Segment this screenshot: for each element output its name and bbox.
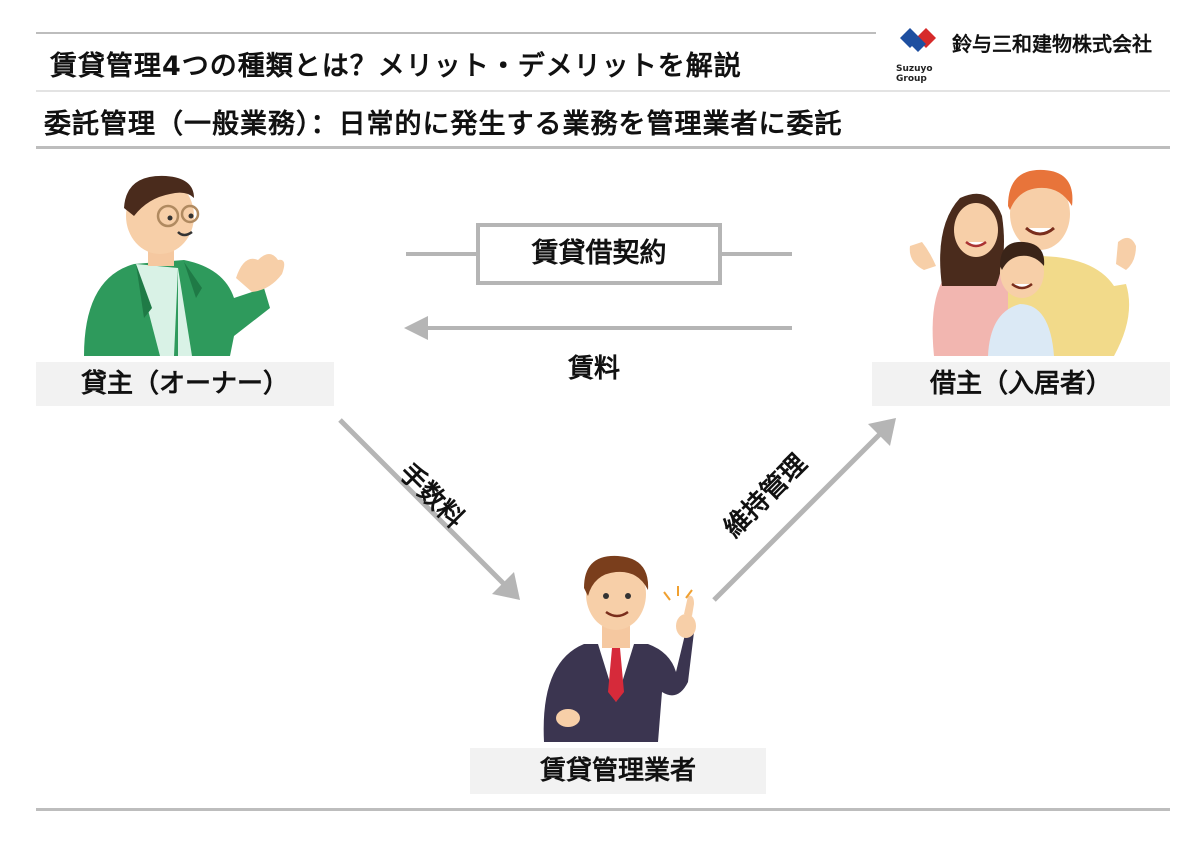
header-bottom-rule (36, 146, 1170, 149)
fee-arrow (338, 418, 520, 600)
header-mid-rule (36, 90, 1170, 92)
rent-label: 賃料 (568, 354, 621, 384)
page-title: 賃貸管理4つの種類とは？メリット・デメリットを解説 (50, 51, 742, 82)
owner-illustration (84, 175, 285, 356)
tenant-label: 借主（入居者） (872, 362, 1170, 406)
company-name: 鈴与三和建物株式会社 (952, 32, 1152, 56)
logo-mark-icon (900, 28, 936, 52)
contract-line-right (720, 252, 792, 256)
manager-label: 賃貸管理業者 (470, 748, 766, 794)
owner-label: 貸主（オーナー） (36, 362, 334, 406)
logo-text-1: Suzuyo (896, 64, 933, 74)
maintenance-arrow (712, 418, 896, 602)
manager-illustration (543, 555, 696, 742)
rent-arrow (404, 316, 792, 340)
contract-box: 賃貸借契約 (476, 223, 722, 285)
footer-rule (36, 808, 1170, 811)
tenant-illustration (909, 169, 1136, 356)
logo-text-2: Group (896, 74, 927, 84)
page-subtitle: 委託管理（一般業務）：日常的に発生する業務を管理業者に委託 (44, 109, 843, 140)
contract-line-left (406, 252, 478, 256)
header-top-rule (36, 32, 876, 34)
company-logo: Suzuyo Group (896, 24, 940, 84)
